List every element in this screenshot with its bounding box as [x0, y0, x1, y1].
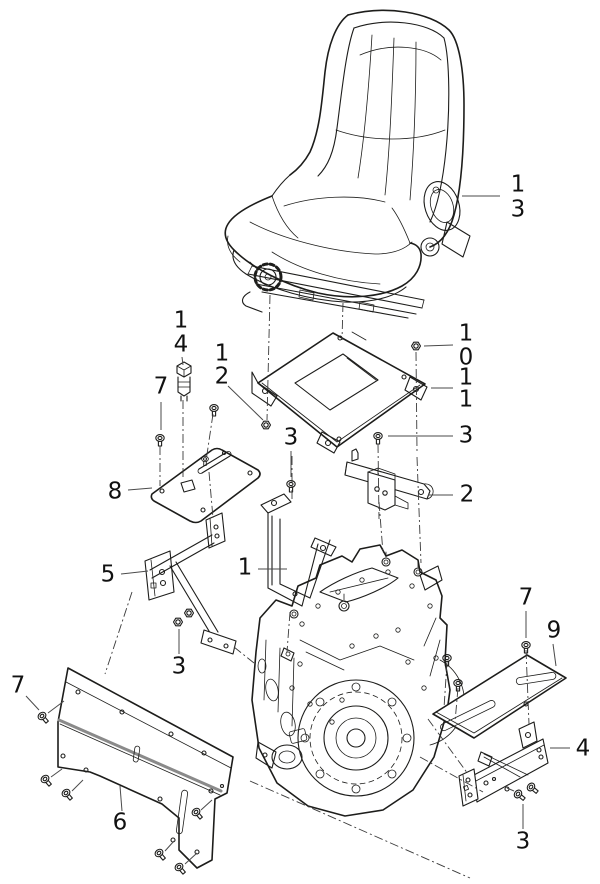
callout-label: 3 — [458, 422, 474, 449]
callout-label: 9 — [546, 617, 562, 644]
assembly-centerline — [208, 471, 214, 519]
callout-leader-line — [47, 700, 65, 714]
assembly-centerline — [416, 456, 422, 564]
callout-label: 3 — [515, 828, 531, 855]
callout-leader-line — [181, 356, 184, 366]
callout-leader-line — [71, 779, 84, 792]
assembly-centerline — [419, 756, 484, 793]
callout-label: 1 — [510, 171, 526, 198]
assembly-centerline — [454, 687, 459, 723]
callout-label: 3 — [510, 196, 526, 223]
callout-label: 0 — [458, 344, 474, 371]
part-plate-8 — [150, 447, 261, 549]
callout-leader-line — [184, 852, 198, 865]
callout-label: 7 — [518, 584, 534, 611]
part-seat-suspension — [241, 251, 425, 319]
callout-label: 4 — [575, 735, 591, 762]
part-support-5 — [144, 534, 237, 655]
assembly-centerline — [377, 443, 380, 520]
callout-leader-line — [200, 799, 213, 811]
assembly-centerline — [378, 501, 384, 554]
callout-label: 3 — [171, 653, 187, 680]
callout-leader-line — [127, 487, 153, 491]
part-connector-14 — [176, 361, 192, 402]
assembly-centerline — [341, 302, 344, 341]
callout-leader-line — [25, 695, 40, 711]
callout-leader-line — [552, 643, 557, 667]
callout-label: 7 — [10, 672, 26, 699]
callout-leader-line — [120, 570, 149, 575]
callout-label: 1 — [458, 320, 474, 347]
part-bracket-4 — [458, 721, 549, 807]
callout-label: 1 — [173, 307, 189, 334]
callout-label: 4 — [173, 331, 189, 358]
callout-leader-line — [423, 344, 454, 347]
callout-label: 2 — [214, 363, 230, 390]
assembly-centerline — [286, 611, 291, 653]
callout-label: 5 — [100, 561, 116, 588]
part-panel-6 — [57, 667, 234, 869]
assembly-centerline — [104, 591, 133, 675]
callout-leader-line — [119, 785, 123, 812]
callout-leader-line — [506, 787, 515, 792]
callout-label: 1 — [237, 554, 253, 581]
callout-leader-line — [50, 768, 63, 778]
assembly-centerline — [443, 661, 448, 709]
callout-label: 7 — [153, 373, 169, 400]
callout-label: 2 — [459, 481, 475, 508]
assembly-centerline — [266, 294, 271, 421]
part-bracket-1 — [260, 493, 337, 607]
callout-label: 1 — [458, 386, 474, 413]
assembly-centerline — [233, 646, 255, 664]
callout-label: 1 — [214, 340, 230, 367]
assembly-centerline — [249, 780, 471, 879]
callout-label: 6 — [112, 809, 128, 836]
callout-leader-line — [164, 840, 175, 852]
assembly-centerline — [525, 649, 530, 725]
assembly-centerline — [205, 413, 214, 462]
part-bracket-2 — [344, 448, 434, 511]
callout-leader-line — [227, 385, 264, 421]
assembly-centerline — [427, 718, 469, 775]
part-engine-block — [251, 544, 465, 817]
callout-label: 8 — [107, 478, 123, 505]
callout-label: 3 — [283, 424, 299, 451]
part-mounting-plate — [251, 331, 428, 454]
callout-label: 1 — [458, 364, 474, 391]
part-plate-9 — [432, 654, 567, 739]
part-seat — [224, 9, 471, 303]
